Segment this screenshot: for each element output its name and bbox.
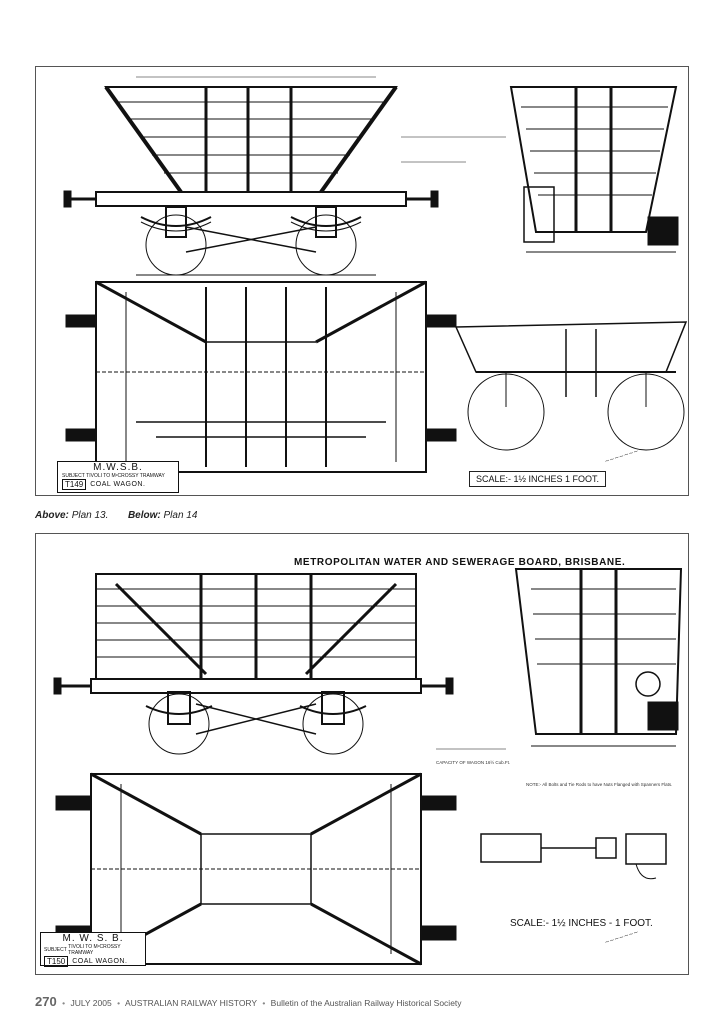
plan-13-subject: TIVOLI TO MᶜCROSSY TRAMWAY [86,473,165,479]
end-elevation-14 [514,568,683,747]
side-elevation-13 [63,76,506,276]
plan-14-drawing-name: COAL WAGON. [72,958,128,965]
plan-14-capacity-note: CAPACITY OF WAGON 16½ Cub.Ft. [436,760,511,765]
plan-14-subject-label: SUBJECT [44,947,67,953]
plan-14-title-block: M. W. S. B. SUBJECT TIVOLI TO MᶜCROSSY T… [40,932,146,967]
issue-date: JULY 2005 [70,998,112,1008]
caption-above-text: Plan 13. [71,510,109,521]
plans-caption: Above: Plan 13. Below: Plan 14 [35,510,197,521]
plan-13-title-block: M.W.S.B. SUBJECT TIVOLI TO MᶜCROSSY TRAM… [57,461,179,493]
page-number: 270 [35,994,57,1009]
plan-14-org: M. W. S. B. [62,933,124,944]
end-elevation-13 [509,86,679,253]
plan-14-title: METROPOLITAN WATER AND SEWERAGE BOARD, B… [294,557,626,568]
section-view-13 [454,321,688,451]
side-elevation-14 [53,573,506,755]
plan-14-subject: TIVOLI TO MᶜCROSSY TRAMWAY [68,944,121,956]
plan-13-scale: SCALE:- 1½ INCHES 1 FOOT. [469,471,607,487]
magazine-name: AUSTRALIAN RAILWAY HISTORY [124,998,257,1008]
bulletin-name: Bulletin of the Australian Railway Histo… [270,998,462,1008]
plan-13-org: M.W.S.B. [93,462,143,473]
plan-14-linework [53,568,683,966]
plan-14-drawing-number: T150 [44,956,69,967]
caption-above-label: Above: [35,510,69,521]
plan-13-drawing: M.W.S.B. SUBJECT TIVOLI TO MᶜCROSSY TRAM… [35,66,689,496]
caption-below-label: Below: [127,510,161,521]
page-footer: 270 • JULY 2005 • AUSTRALIAN RAILWAY HIS… [35,994,462,1009]
plan-13-drawing-name: COAL WAGON. [90,481,146,488]
plan-13-drawing-number: T149 [62,479,87,490]
detail-views-14 [480,833,667,880]
plan-14-scale: SCALE:- 1½ INCHES - 1 FOOT. [504,916,659,931]
caption-below-text: Plan 14 [163,510,198,521]
plan-13-subject-label: SUBJECT [62,473,85,479]
plan-14-bolt-note: NOTE:- All Bolts and Tie Rods to have Nu… [526,782,673,787]
plan-view-14 [55,772,457,966]
plan-14-drawing: METROPOLITAN WATER AND SEWERAGE BOARD, B… [35,533,689,975]
plan-13-linework [63,76,688,473]
plan-view-13 [65,280,457,473]
